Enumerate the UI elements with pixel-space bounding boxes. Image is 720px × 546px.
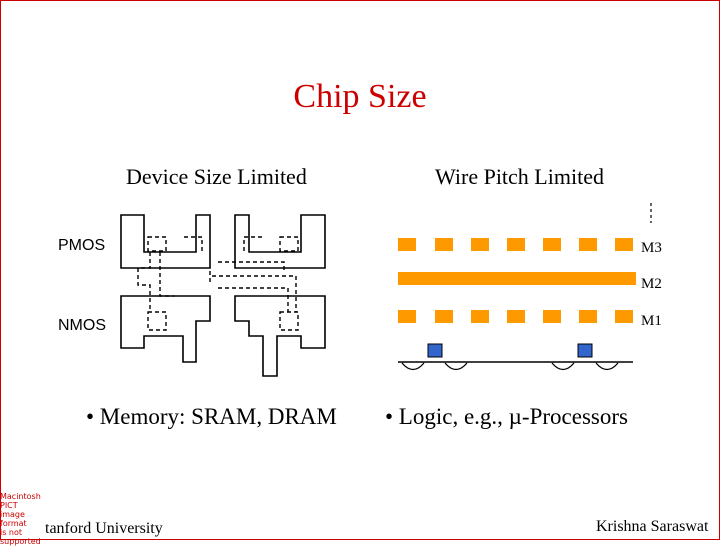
diffusion-arc [595,362,619,371]
footer-right: Krishna Saraswat [596,518,709,535]
via-right [577,343,593,358]
pmos-label: PMOS [58,237,106,254]
pict-line: is not supported [0,528,41,546]
m3-wire [507,238,525,251]
dashed-contact-pr [279,236,299,252]
m1-wire [398,310,416,323]
footer-left: tanford University [45,520,163,537]
nmos-right-outline [234,295,326,377]
m3-wire [435,238,453,251]
m1-wire [471,310,489,323]
dashed-wire-mid2 [212,275,297,312]
sram-dashed-wires [137,236,299,331]
m3-label: M3 [641,240,662,256]
dashed-wire-mid1 [218,261,285,272]
dashed-contact-pr2 [243,236,262,251]
dashed-contact-nr [279,311,299,331]
diffusion-arc [401,362,425,371]
m3-wire [579,238,597,251]
dashed-wire-left [137,252,151,312]
diffusion-arc [551,362,575,371]
dashed-wire-mid3 [218,287,289,312]
pict-placeholder: Macintosh PICT image format is not suppo… [0,492,44,546]
dashed-wire-left2 [159,252,174,297]
via-left [427,343,443,358]
m2-wire [398,272,636,285]
pict-line: Macintosh PICT [0,492,41,510]
m3-wire [543,238,561,251]
m3-wire [398,238,416,251]
m1-wire [507,310,525,323]
contact-vias [427,343,593,358]
m1-label: M1 [641,313,662,329]
m1-wire [615,310,633,323]
pict-line: image format [0,510,27,528]
bullet-logic: • Logic, e.g., µ-Processors [385,404,628,429]
right-heading: Wire Pitch Limited [435,164,604,189]
m1-wire [579,310,597,323]
sram-layout [120,214,326,377]
m3-wire [615,238,633,251]
m3-wires [398,238,633,251]
dashed-contact-nl [147,311,167,331]
diffusion-arcs [401,362,619,371]
pmos-right-outline [234,214,326,269]
m1-wire [435,310,453,323]
wire-pitch-diagram [398,203,652,371]
m1-wires [398,310,633,323]
nmos-left-outline [120,295,211,363]
nmos-label: NMOS [58,317,106,334]
m2-label: M2 [641,276,662,292]
dashed-contact-pl2 [184,236,203,251]
slide-title: Chip Size [293,78,427,115]
m3-wire [471,238,489,251]
dashed-contact-pl [147,236,167,252]
m1-wire [543,310,561,323]
bullet-memory: • Memory: SRAM, DRAM [86,404,337,429]
diffusion-arc [444,362,468,371]
left-heading: Device Size Limited [126,164,307,189]
